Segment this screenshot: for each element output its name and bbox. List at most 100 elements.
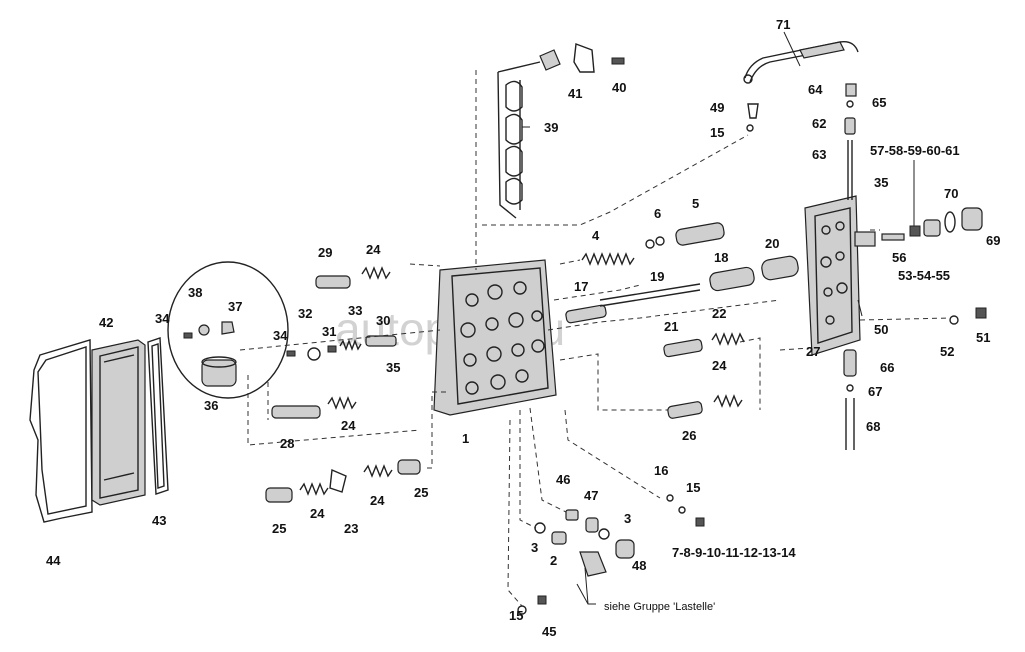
reference-note: siehe Gruppe 'Lastelle' [604, 601, 715, 613]
parts-lower [517, 494, 705, 615]
spring-22 [711, 332, 745, 346]
label-1: 1 [462, 431, 469, 446]
label-68: 68 [866, 419, 880, 434]
connector-41 [539, 43, 595, 73]
label-53-55: 53-54-55 [898, 268, 950, 283]
spool-26 [667, 401, 703, 419]
label-48: 48 [632, 558, 646, 573]
spool-17 [565, 304, 607, 324]
spool-28 [271, 405, 321, 419]
label-19: 19 [650, 269, 664, 284]
label-28: 28 [280, 436, 294, 451]
label-71: 71 [776, 17, 790, 32]
part-37 [221, 321, 235, 335]
label-38: 38 [188, 285, 202, 300]
label-32: 32 [298, 306, 312, 321]
rod-19 [599, 283, 701, 307]
label-46: 46 [556, 472, 570, 487]
label-2: 2 [550, 553, 557, 568]
label-66: 66 [880, 360, 894, 375]
spool-5 [675, 222, 725, 246]
label-3b: 3 [624, 511, 631, 526]
cover-42 [91, 339, 146, 506]
spring-4 [581, 252, 635, 266]
spool-25b [265, 487, 293, 503]
label-47: 47 [584, 488, 598, 503]
label-25a: 25 [414, 485, 428, 500]
gasket-43 [147, 337, 169, 495]
solenoid-36 [201, 356, 237, 387]
label-56: 56 [892, 250, 906, 265]
label-42: 42 [99, 315, 113, 330]
part-32 [307, 347, 321, 361]
label-70: 70 [944, 186, 958, 201]
spring-24c [363, 464, 393, 478]
label-3a: 3 [531, 540, 538, 555]
screw-34b [286, 350, 296, 357]
label-24e: 24 [712, 358, 727, 373]
spring-24a [361, 266, 391, 280]
label-35a: 35 [386, 360, 400, 375]
label-62: 62 [812, 116, 826, 131]
part-31 [327, 345, 337, 353]
wire-harness-39 [497, 61, 541, 219]
label-22: 22 [712, 306, 726, 321]
label-6: 6 [654, 206, 661, 221]
label-15b: 15 [686, 480, 700, 495]
label-63: 63 [812, 147, 826, 162]
label-24a: 24 [366, 242, 381, 257]
screw-34a [183, 332, 193, 339]
label-15c: 15 [509, 608, 523, 623]
leader-lines [522, 31, 915, 605]
label-50: 50 [874, 322, 888, 337]
spool-25a [397, 459, 421, 475]
parts-right [746, 83, 987, 450]
spring-18 [709, 266, 755, 292]
spring-24e [713, 394, 743, 408]
label-34b: 34 [273, 328, 288, 343]
label-40: 40 [612, 80, 626, 95]
label-34a: 34 [155, 311, 170, 326]
label-43: 43 [152, 513, 166, 528]
label-67: 67 [868, 384, 882, 399]
label-15a: 15 [710, 125, 724, 140]
label-24b: 24 [341, 418, 356, 433]
label-20: 20 [765, 236, 779, 251]
label-25b: 25 [272, 521, 286, 536]
gasket-44 [29, 339, 93, 523]
plate-50 [804, 195, 876, 356]
label-57-61: 57-58-59-60-61 [870, 143, 960, 158]
label-39: 39 [544, 120, 558, 135]
detail-circle [167, 261, 289, 399]
label-44: 44 [46, 553, 61, 568]
label-36: 36 [204, 398, 218, 413]
valve-body-1 [433, 259, 557, 416]
label-23: 23 [344, 521, 358, 536]
label-29: 29 [318, 245, 332, 260]
label-27: 27 [806, 344, 820, 359]
label-65: 65 [872, 95, 886, 110]
label-31: 31 [322, 324, 336, 339]
label-24d: 24 [310, 506, 325, 521]
spring-24b [327, 396, 357, 410]
clip-23 [329, 468, 347, 493]
label-51: 51 [976, 330, 990, 345]
label-26: 26 [682, 428, 696, 443]
assembly-lines [239, 70, 951, 607]
spool-21 [663, 338, 703, 358]
label-18: 18 [714, 250, 728, 265]
label-69: 69 [986, 233, 1000, 248]
label-64: 64 [808, 82, 823, 97]
screw-40 [611, 57, 625, 65]
label-16: 16 [654, 463, 668, 478]
label-35b: 35 [874, 175, 888, 190]
label-21: 21 [664, 319, 678, 334]
label-7-14: 7-8-9-10-11-12-13-14 [672, 545, 796, 560]
label-49: 49 [710, 100, 724, 115]
sleeve-20 [761, 255, 799, 281]
pipe-71 [743, 41, 859, 84]
spool-29 [315, 275, 351, 289]
label-30: 30 [376, 313, 390, 328]
part-38 [198, 324, 210, 336]
